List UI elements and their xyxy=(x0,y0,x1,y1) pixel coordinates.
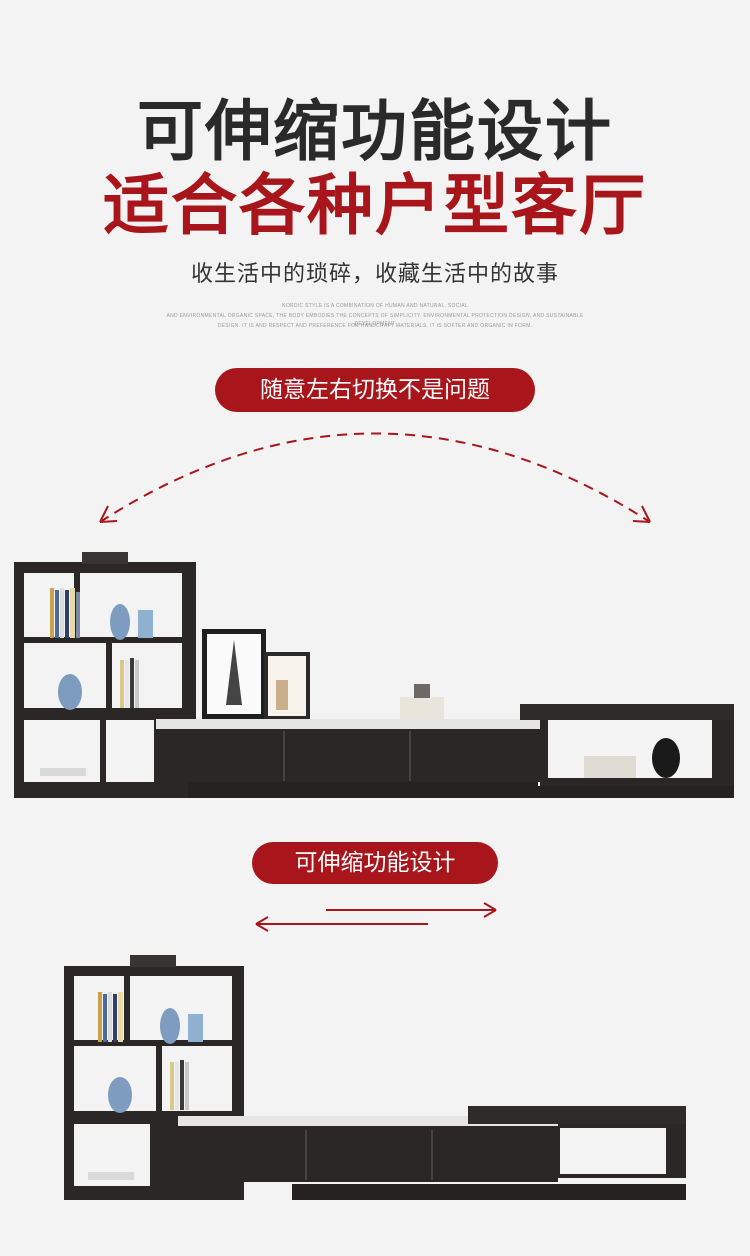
fine-print-line-2: AND ENVIRONMENTAL ORGANIC SPACE, THE BOD… xyxy=(166,313,584,327)
switch-badge: 随意左右切换不是问题 xyxy=(215,368,535,412)
page-headline: 适合各种户型客厅 xyxy=(103,167,647,244)
page-subtitle: 收生活中的琐碎，收藏生活中的故事 xyxy=(190,262,559,287)
fine-print-line-1: NORDIC STYLE IS A COMBINATION OF HUMAN A… xyxy=(281,303,469,309)
page-title: 可伸缩功能设计 xyxy=(137,93,613,170)
extend-badge: 可伸缩功能设计 xyxy=(252,842,498,884)
fine-print-line-3: DESIGN. IT IS AND RESPECT AND PREFERENCE… xyxy=(217,323,533,329)
